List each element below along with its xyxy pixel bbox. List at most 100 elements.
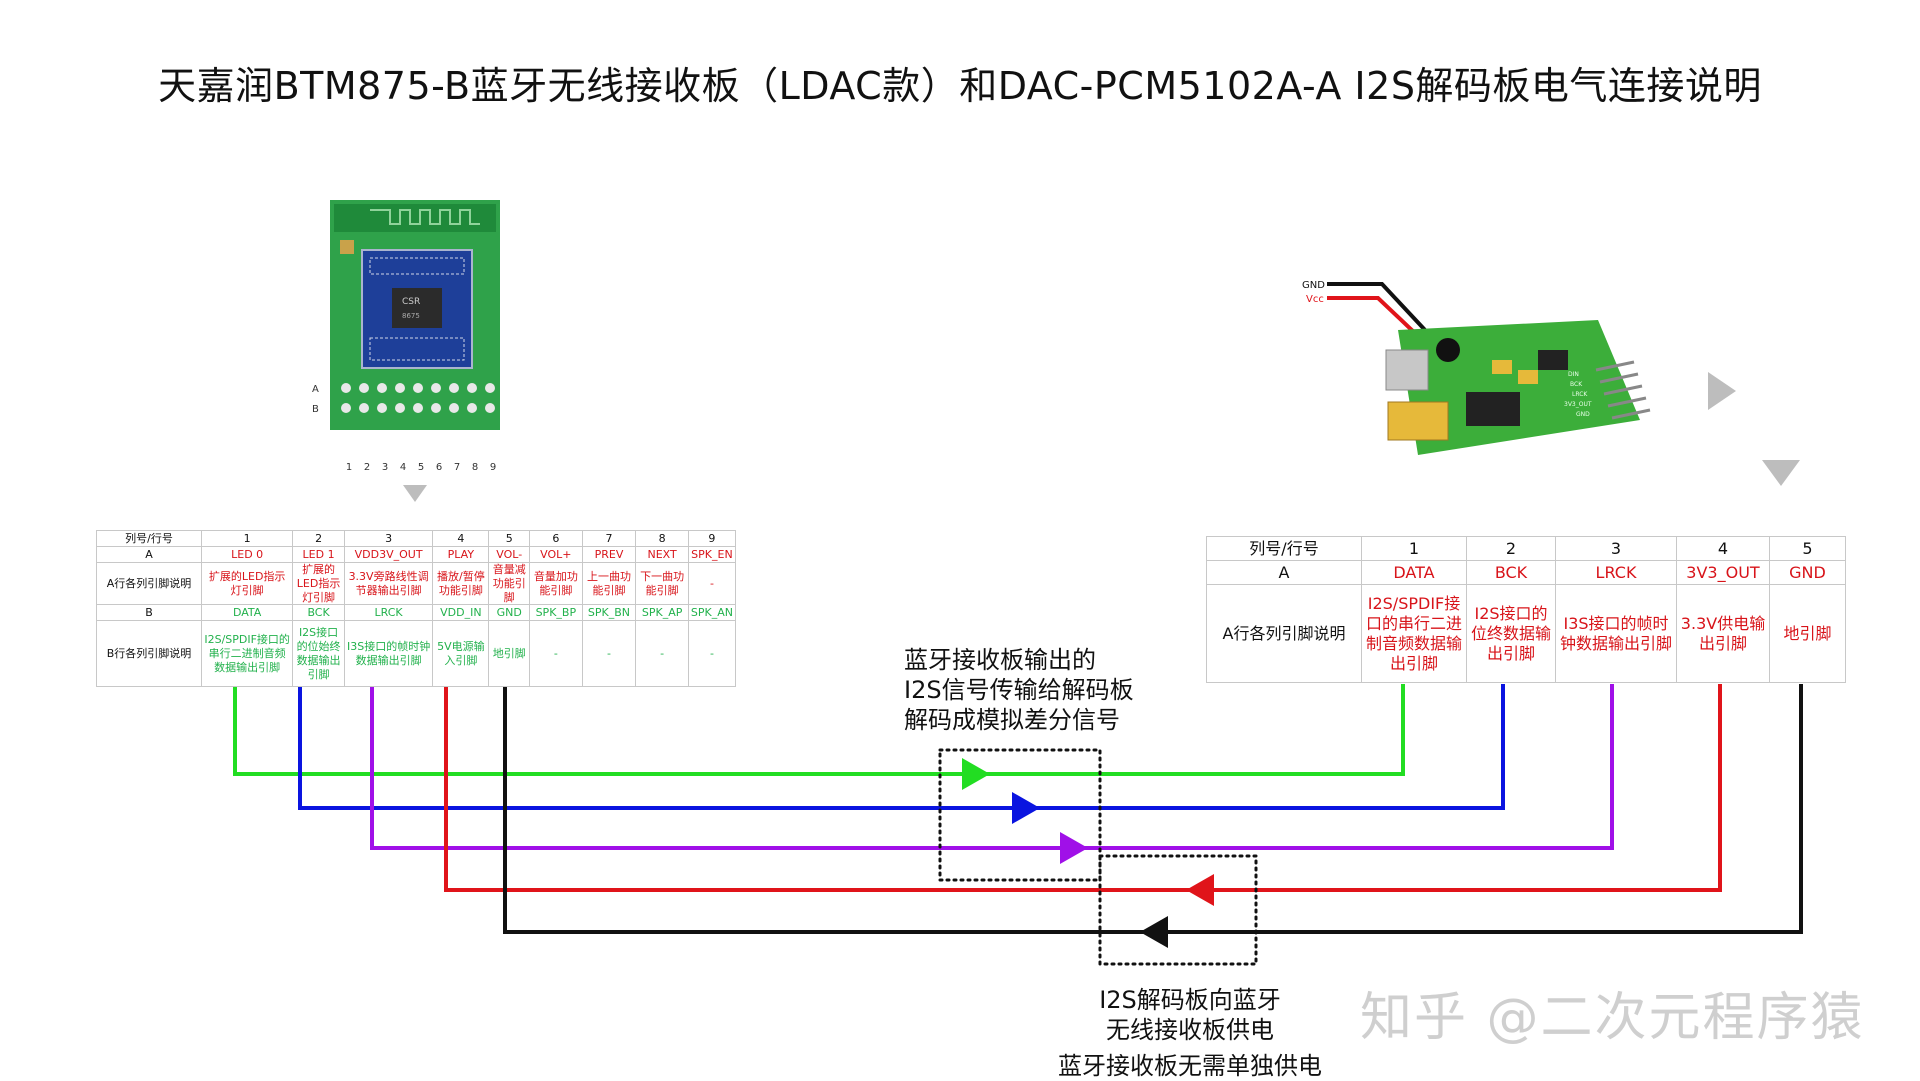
pointer-right <box>1708 372 1736 410</box>
pin-desc: 扩展的LED指示灯引脚 <box>200 561 294 606</box>
pin-name: SPK_AP <box>635 604 689 622</box>
btm875-board-illustration: CSR 8675 <box>330 200 500 430</box>
arrow-data-right <box>962 758 990 790</box>
pin-name: BCK <box>292 604 345 622</box>
pin-desc: - <box>687 620 737 688</box>
row-label: B行各列引脚说明 <box>96 620 202 688</box>
pin-desc: I2S接口的位始终数据输出引脚 <box>292 620 345 688</box>
arrow-power-left <box>1186 874 1214 906</box>
col-header: 3 <box>343 530 434 547</box>
col-label: 8 <box>471 462 479 473</box>
pin-name: GND <box>1769 560 1846 585</box>
btm875-board: CSR 8675 <box>330 200 500 430</box>
pin-desc: 播放/暂停功能引脚 <box>432 561 490 606</box>
col-label: 5 <box>417 462 425 473</box>
row-label-b: B <box>312 404 319 415</box>
pin-name: VOL- <box>488 546 531 563</box>
pin-desc: 5V电源输入引脚 <box>432 620 490 688</box>
col-header: 1 <box>1361 536 1467 561</box>
col-header: 3 <box>1555 536 1677 561</box>
pin-desc: 音量加功能引脚 <box>529 561 583 606</box>
pin-name: DATA <box>200 604 294 622</box>
wire-data <box>233 684 1405 776</box>
power-annotation: I2S解码板向蓝牙 无线接收板供电 蓝牙接收板无需单独供电 <box>1040 985 1340 1081</box>
pin-desc: 上一曲功能引脚 <box>581 561 637 606</box>
row-label: A <box>1206 560 1362 585</box>
pin-name: 3V3_OUT <box>1676 560 1770 585</box>
hdr-label: GND <box>1576 411 1590 418</box>
col-header: 6 <box>529 530 583 547</box>
pin-desc: 3.3V旁路线性调节器输出引脚 <box>343 561 434 606</box>
pin-name: LRCK <box>343 604 434 622</box>
wire-lrck <box>370 684 1614 850</box>
col-header: 8 <box>635 530 689 547</box>
pin-name: GND <box>488 604 531 622</box>
pin-name: PLAY <box>432 546 490 563</box>
pin-name: SPK_AN <box>687 604 737 622</box>
col-label: 3 <box>381 462 389 473</box>
arrow-gnd-left <box>1140 916 1168 948</box>
col-label: 2 <box>363 462 371 473</box>
gnd-lead-label: GND <box>1302 280 1325 291</box>
pcm5102a-board: DIN BCK LRCK 3V3_OUT GND <box>1378 310 1658 470</box>
col-header: 7 <box>581 530 637 547</box>
pin-name: LED 1 <box>292 546 345 563</box>
pin-name: VOL+ <box>529 546 583 563</box>
col-header: 2 <box>1466 536 1556 561</box>
power-annotation-line: 蓝牙接收板无需单独供电 <box>1058 1052 1322 1080</box>
signal-annotation-line: I2S信号传输给解码板 <box>904 676 1134 704</box>
col-label: 1 <box>345 462 353 473</box>
pin-desc: - <box>581 620 637 688</box>
pcm5102a-board-illustration: DIN BCK LRCK 3V3_OUT GND <box>1385 320 1651 455</box>
col-header: 1 <box>200 530 294 547</box>
row-label: A行各列引脚说明 <box>96 561 202 606</box>
signal-annotation-line: 蓝牙接收板输出的 <box>904 646 1096 674</box>
pin-name: PREV <box>581 546 637 563</box>
col-header: 2 <box>292 530 345 547</box>
hdr-label: LRCK <box>1572 391 1588 398</box>
pin-desc: I3S接口的帧时钟数据输出引脚 <box>343 620 434 688</box>
row-label: A <box>96 546 202 563</box>
btm875-pin-table: 列号/行号 1 2 3 4 5 6 7 8 9 A LED 0 LED 1 VD… <box>96 530 737 688</box>
pin-desc: 地引脚 <box>488 620 531 688</box>
power-annotation-line: I2S解码板向蓝牙 <box>1099 986 1281 1014</box>
pin-name: VDD3V_OUT <box>343 546 434 563</box>
left-board-row-labels: A B <box>312 380 319 420</box>
pin-desc: 扩展的LED指示灯引脚 <box>292 561 345 606</box>
left-board-col-labels: 1 2 3 4 5 6 7 8 9 <box>340 462 502 473</box>
signal-annotation-line: 解码成模拟差分信号 <box>904 706 1120 734</box>
col-label: 4 <box>399 462 407 473</box>
pin-desc: 音量减功能引脚 <box>488 561 531 606</box>
pin-name: VDD_IN <box>432 604 490 622</box>
pin-name: LRCK <box>1555 560 1677 585</box>
pin-name: BCK <box>1466 560 1556 585</box>
table-corner: 列号/行号 <box>96 530 202 547</box>
pin-desc: I2S/SPDIF接口的串行二进制音频数据输出引脚 <box>1361 584 1467 683</box>
pin-desc: - <box>687 561 737 606</box>
pointer-down-left <box>403 485 427 502</box>
pin-desc: I2S接口的位终数据输出引脚 <box>1466 584 1556 683</box>
table-corner: 列号/行号 <box>1206 536 1362 561</box>
arrow-bck-right <box>1012 792 1040 824</box>
row-label-a: A <box>312 384 319 395</box>
col-header: 5 <box>488 530 531 547</box>
power-dotted-box <box>1098 854 1258 966</box>
col-header: 4 <box>1676 536 1770 561</box>
row-label: A行各列引脚说明 <box>1206 584 1362 683</box>
pin-name: DATA <box>1361 560 1467 585</box>
col-header: 9 <box>687 530 737 547</box>
pin-desc: 地引脚 <box>1769 584 1846 683</box>
arrow-lrck-right <box>1060 832 1088 864</box>
page-title: 天嘉润BTM875-B蓝牙无线接收板（LDAC款）和DAC-PCM5102A-A… <box>158 64 1762 108</box>
col-header: 4 <box>432 530 490 547</box>
col-header: 5 <box>1769 536 1846 561</box>
pin-desc: - <box>529 620 583 688</box>
signal-annotation: 蓝牙接收板输出的 I2S信号传输给解码板 解码成模拟差分信号 <box>904 645 1134 735</box>
wire-bck <box>298 684 1505 810</box>
hdr-label: 3V3_OUT <box>1564 401 1592 408</box>
chip-text-2: 8675 <box>402 312 420 320</box>
pin-name: LED 0 <box>200 546 294 563</box>
pin-desc: I2S/SPDIF接口的串行二进制音频数据输出引脚 <box>200 620 294 688</box>
pcm5102a-pin-table: 列号/行号 1 2 3 4 5 A DATA BCK LRCK 3V3_OUT … <box>1206 536 1846 683</box>
